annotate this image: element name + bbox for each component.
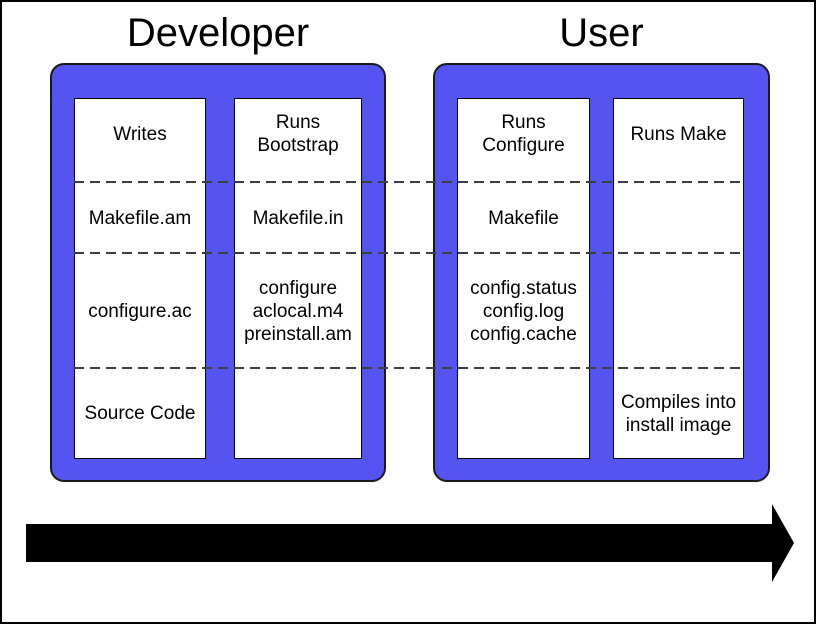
developer-bootstrap-column: Runs Bootstrap Makefile.in configure acl…: [234, 98, 362, 459]
cell-configure-outputs: configure aclocal.m4 preinstall.am: [244, 278, 352, 345]
cell-configure-ac: configure.ac: [88, 301, 192, 322]
user-make-column: Runs Make Compiles into install image: [613, 98, 744, 459]
cell-runs-configure: Runs Configure: [482, 112, 565, 156]
cell-empty: [614, 254, 743, 369]
cell-empty: [458, 369, 589, 458]
cell-compiles-into-install-image: Compiles into install image: [620, 391, 737, 436]
user-section-title: User: [559, 11, 644, 55]
cell-empty: [614, 183, 743, 254]
cell-makefile: Makefile: [488, 208, 559, 229]
developer-section-title: Developer: [126, 11, 310, 55]
developer-writes-column: Writes Makefile.am configure.ac Source C…: [74, 98, 206, 459]
cell-makefile-am: Makefile.am: [88, 208, 192, 229]
cell-config-outputs: config.status config.log config.cache: [470, 278, 577, 345]
cell-writes: Writes: [113, 123, 167, 145]
user-configure-column: Runs Configure Makefile config.status co…: [457, 98, 590, 459]
cell-runs-bootstrap: Runs Bootstrap: [257, 112, 339, 156]
cell-makefile-in: Makefile.in: [252, 208, 344, 229]
cell-source-code: Source Code: [84, 403, 196, 424]
cell-empty: [235, 369, 361, 458]
timeline-arrow-icon: [26, 504, 794, 582]
cell-runs-make: Runs Make: [630, 123, 727, 145]
